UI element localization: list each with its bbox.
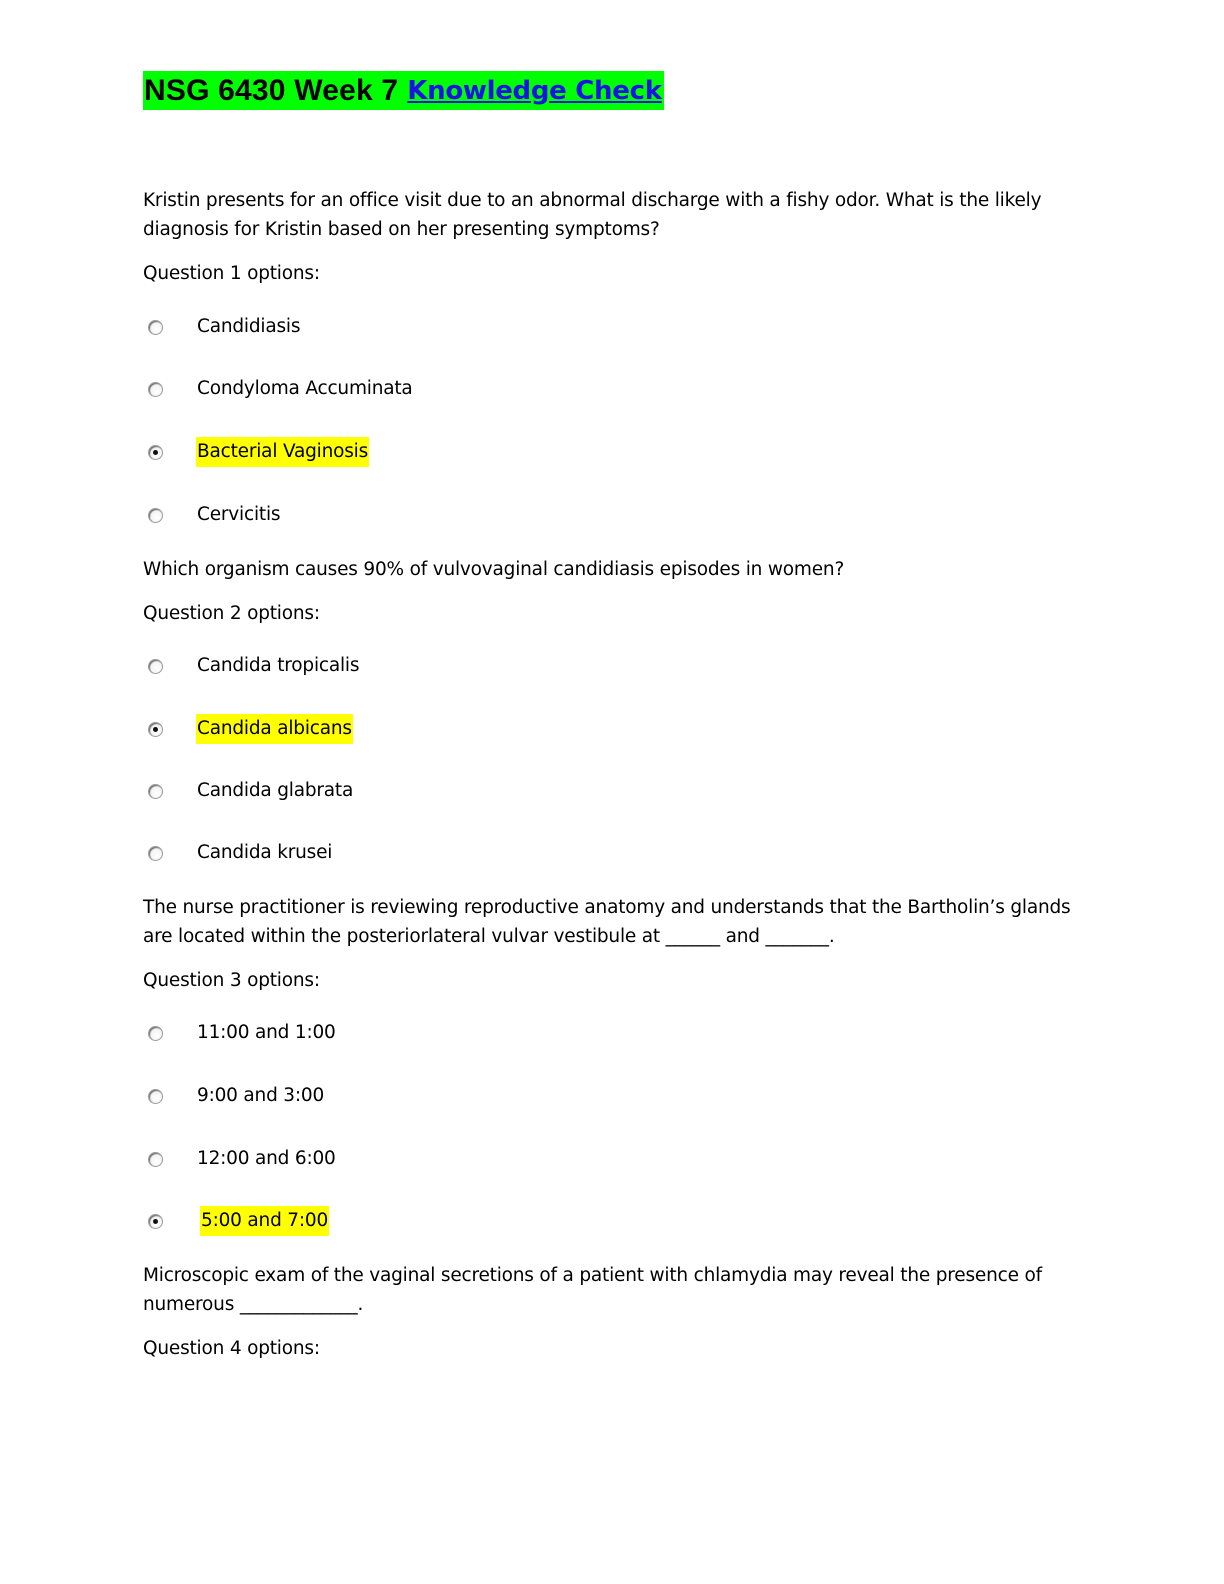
question-3-option-2[interactable]: 9:00 and 3:00 [148,1081,324,1111]
radio-unchecked-icon[interactable] [148,319,163,335]
option-label: Candidiasis [197,316,301,337]
question-1-option-3[interactable]: Bacterial Vaginosis [148,437,370,467]
question-1-prompt-line-2: diagnosis for Kristin based on her prese… [143,219,660,240]
radio-unchecked-icon[interactable] [148,783,163,799]
question-3-option-3[interactable]: 12:00 and 6:00 [148,1144,336,1174]
question-2-option-1[interactable]: Candida tropicalis [148,651,360,681]
option-label: Condyloma Accuminata [197,378,413,399]
question-3-prompt-line-2: are located within the posteriorlateral … [143,926,835,947]
selected-answer-label: Bacterial Vaginosis [196,437,370,467]
radio-unchecked-icon[interactable] [148,1151,163,1167]
option-label: Candida tropicalis [197,655,360,676]
question-2-option-4[interactable]: Candida krusei [148,838,332,868]
course-title: NSG 6430 Week 7 [144,73,399,107]
option-label: Candida glabrata [197,780,354,801]
question-3-options-label: Question 3 options: [143,970,320,991]
radio-unchecked-icon[interactable] [148,1025,163,1041]
radio-unchecked-icon[interactable] [148,658,163,674]
question-4-options-label: Question 4 options: [143,1338,320,1359]
option-label: 11:00 and 1:00 [197,1022,336,1043]
option-label: 9:00 and 3:00 [197,1085,325,1106]
question-4-prompt-line-2: numerous _____________. [143,1294,364,1315]
document-title: NSG 6430 Week 7 Knowledge Check [143,71,664,110]
question-1-options-label: Question 1 options: [143,263,320,284]
question-1-option-4[interactable]: Cervicitis [148,500,281,530]
option-label: Candida krusei [197,842,333,863]
question-2-option-2[interactable]: Candida albicans [148,714,353,744]
radio-unchecked-icon[interactable] [148,381,163,397]
question-3-prompt-line-1: The nurse practitioner is reviewing repr… [143,897,1071,918]
selected-answer-label: 5:00 and 7:00 [200,1206,330,1236]
radio-unchecked-icon[interactable] [148,845,163,861]
radio-checked-icon[interactable] [148,444,163,460]
knowledge-check-link[interactable]: Knowledge Check [407,75,662,106]
radio-unchecked-icon[interactable] [148,1088,163,1104]
radio-checked-icon[interactable] [148,1213,163,1229]
question-1-option-1[interactable]: Candidiasis [148,312,301,342]
radio-checked-icon[interactable] [148,721,163,737]
question-2-option-3[interactable]: Candida glabrata [148,776,353,806]
question-2-options-label: Question 2 options: [143,603,320,624]
question-2-prompt: Which organism causes 90% of vulvovagina… [143,559,845,580]
option-label: 12:00 and 6:00 [197,1148,336,1169]
question-1-prompt-line-1: Kristin presents for an office visit due… [143,190,1042,211]
radio-unchecked-icon[interactable] [148,507,163,523]
question-3-option-1[interactable]: 11:00 and 1:00 [148,1018,336,1048]
question-1-option-2[interactable]: Condyloma Accuminata [148,374,413,404]
option-label: Cervicitis [197,504,281,525]
question-4-prompt-line-1: Microscopic exam of the vaginal secretio… [143,1265,1042,1286]
selected-answer-label: Candida albicans [196,714,353,744]
question-3-option-4[interactable]: 5:00 and 7:00 [148,1206,330,1236]
